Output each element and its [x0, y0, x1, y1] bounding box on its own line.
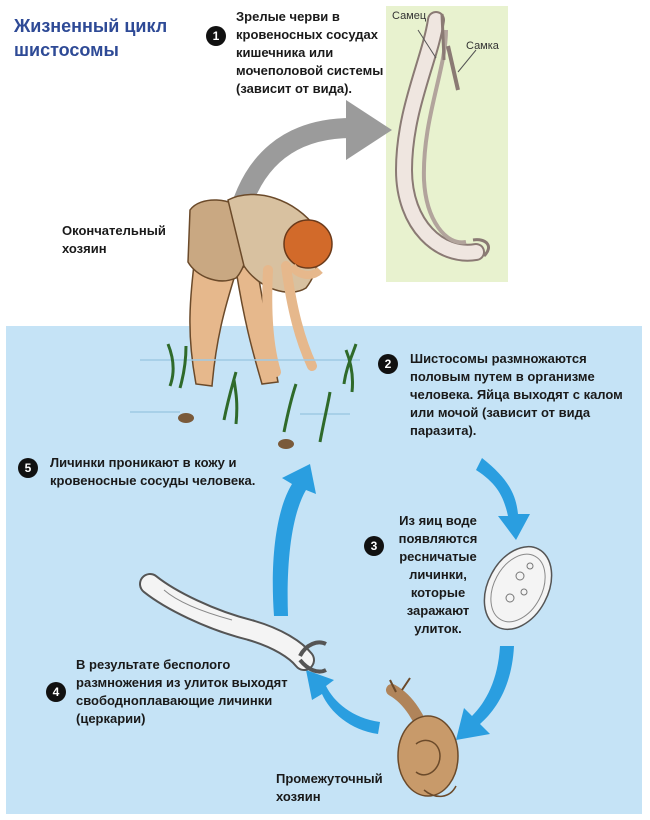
- step-3-number: 3: [364, 536, 384, 556]
- cycle-arrow-miracidia-to-snail: [456, 646, 514, 740]
- cycle-arrow-eggs-to-miracidia: [476, 458, 530, 540]
- step-1-number: 1: [206, 26, 226, 46]
- step-5-number: 5: [18, 458, 38, 478]
- adult-worms-illustration: [394, 11, 490, 262]
- miracidium-illustration: [483, 545, 553, 631]
- human-host-illustration: [187, 193, 333, 387]
- step-5-text: Личинки проникают в кожу и кровеносные с…: [50, 455, 256, 488]
- cycle-arrow-snail-to-cercariae: [306, 670, 380, 734]
- step-4-text: В результате бесполого размножения из ул…: [76, 657, 288, 726]
- definitive-host-label: Окончательный хозяин: [62, 223, 166, 256]
- intermediate-host-label: Промежуточный хозяин: [276, 771, 383, 804]
- pond-surface: [130, 343, 360, 449]
- step-3-text: Из яиц воде появляются ресничатые личинк…: [398, 513, 478, 636]
- cycle-arrow-cercariae-to-human: [272, 464, 316, 616]
- step-1-text: Зрелые черви в кровеносных сосудах кишеч…: [236, 9, 384, 96]
- diagram-title: Жизненный цикл шистосомы: [14, 16, 168, 60]
- male-worm-label: Самец: [392, 10, 427, 22]
- female-worm-label: Самка: [466, 40, 499, 52]
- snail-illustration: [386, 677, 459, 798]
- cercaria-illustration: [139, 573, 327, 674]
- step-2-number: 2: [378, 354, 398, 374]
- step-4-number: 4: [46, 682, 66, 702]
- host-to-worms-arrowhead: [346, 100, 392, 160]
- cycle-arrows: [272, 458, 530, 740]
- step-2-text: Шистосомы размножаются половым путем в о…: [410, 351, 623, 438]
